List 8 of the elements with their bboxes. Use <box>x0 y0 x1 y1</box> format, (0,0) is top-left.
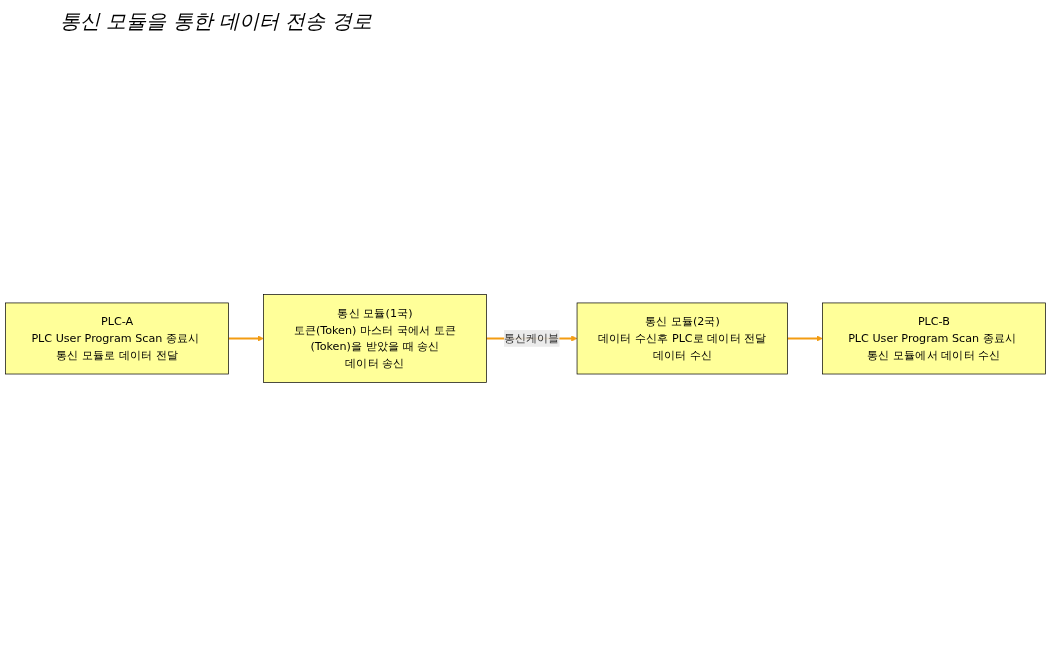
arrow <box>787 334 823 342</box>
arrow <box>228 334 264 342</box>
node-box: 통신 모듈(2국) 데이터 수신후 PLC로 데이터 전달 데이터 수신 <box>576 302 788 374</box>
node-box: 통신 모듈(1국) 토큰(Token) 마스터 국에서 토큰(Token)을 받았을 때 송신 데이터 송신 <box>263 293 487 383</box>
edge-label: 통신케이블 <box>503 331 560 345</box>
node-box: PLC-B PLC User Program Scan 종료시 통신 모듈에서 데이터 수신 <box>822 302 1046 374</box>
diagram-title: 통신 모듈을 통한 데이터 전송 경로 <box>59 8 373 35</box>
node-box: PLC-A PLC User Program Scan 종료시 통신 모듈로 데이터 전달 <box>5 302 229 374</box>
